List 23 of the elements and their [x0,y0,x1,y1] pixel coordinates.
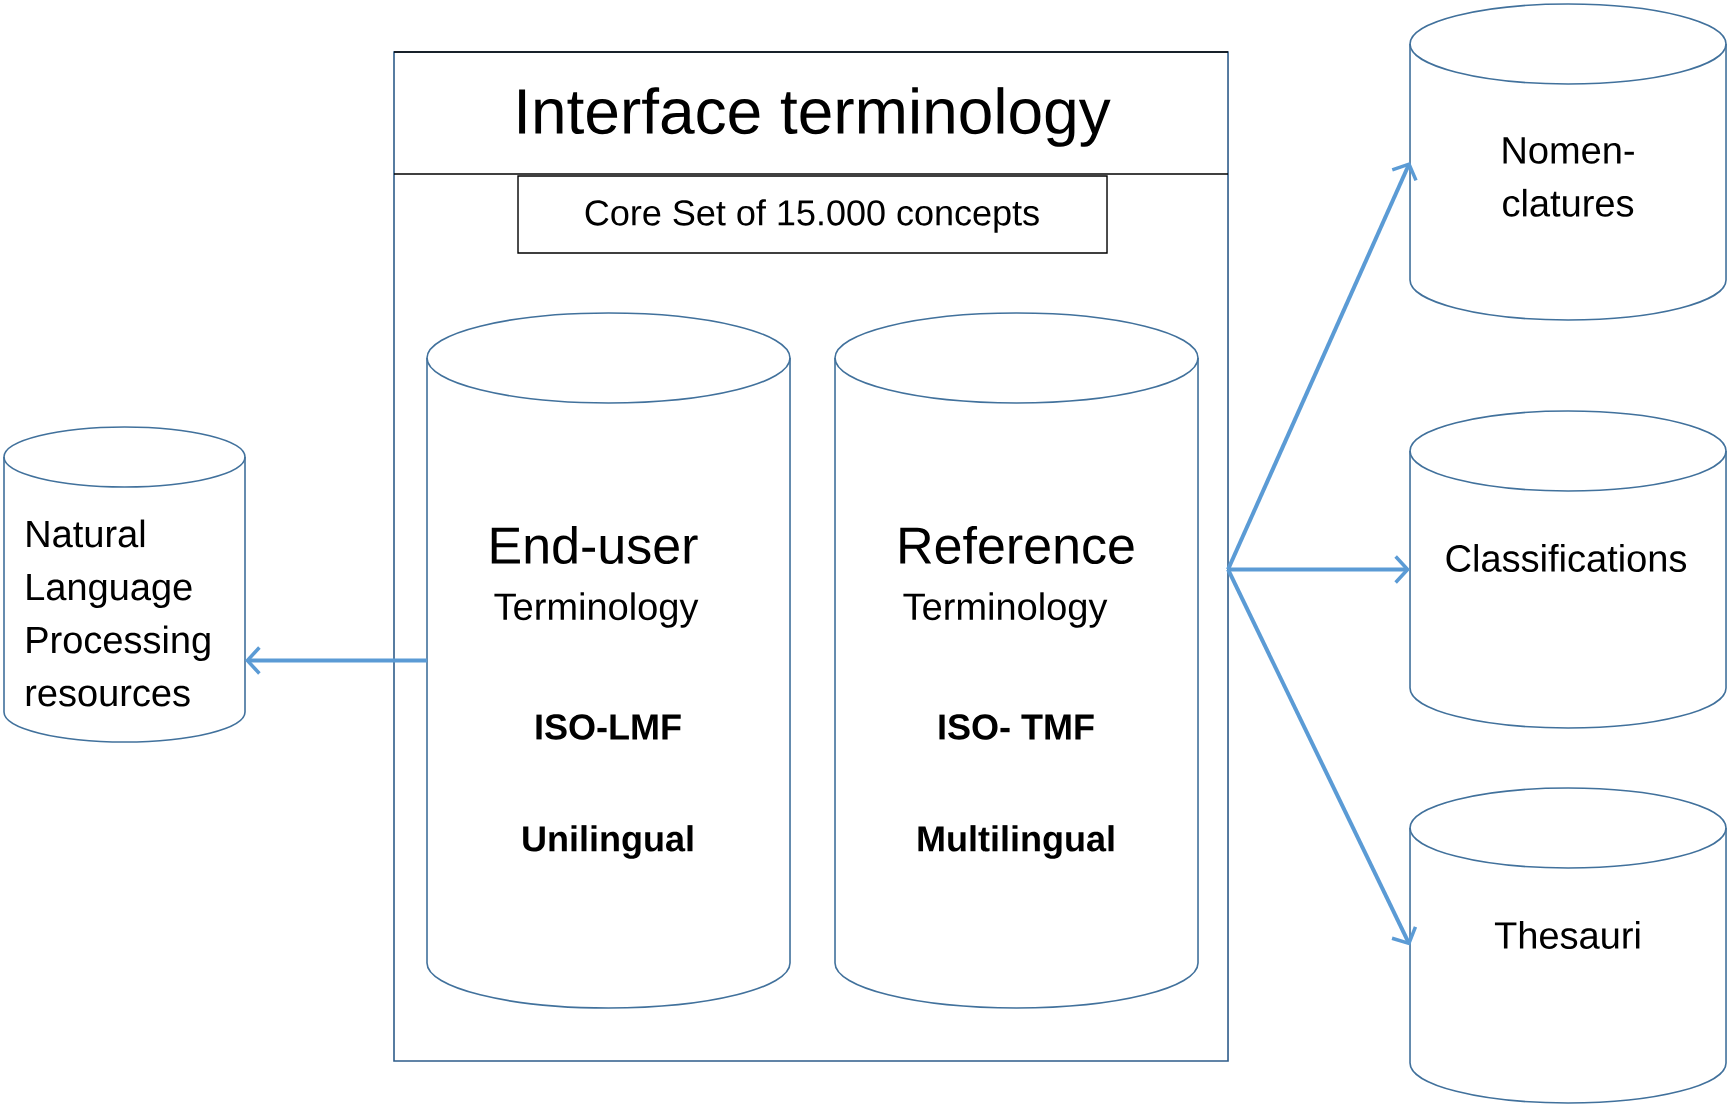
database-cylinder: Thesauri [1409,787,1727,1104]
node-label: Terminology [494,592,699,628]
arrow [1228,555,1411,584]
node-label: Nomen- clatures [1503,137,1634,217]
node-label: Thesauri [1494,921,1640,949]
arrow [1226,568,1418,946]
node-label: Classifications [1446,544,1687,572]
database-cylinder: Classifications [1409,410,1727,729]
label-box: Core Set of 15.000 concepts [517,175,1108,254]
database-cylinder: Nomen- clatures [1409,3,1727,321]
node-label: ISO-LMF [536,714,681,740]
node-label: Reference [900,525,1134,565]
database-cylinder: End-user Terminology ISO-LMF Unilingual [426,312,791,1009]
node-label: ISO- TMF [939,714,1094,740]
arrow [245,646,427,675]
database-cylinder: Natural Language Processing resources [3,426,246,743]
arrow [1226,162,1418,571]
node-label: End-user [491,525,698,565]
node-label: Unilingual [523,825,693,859]
database-cylinder: Reference Terminology ISO- TMF Multilingual [834,312,1199,1009]
node-label: Terminology [903,592,1108,628]
node-label: Natural Language Processing resources [26,519,210,707]
node-label: Multilingual [918,825,1114,859]
